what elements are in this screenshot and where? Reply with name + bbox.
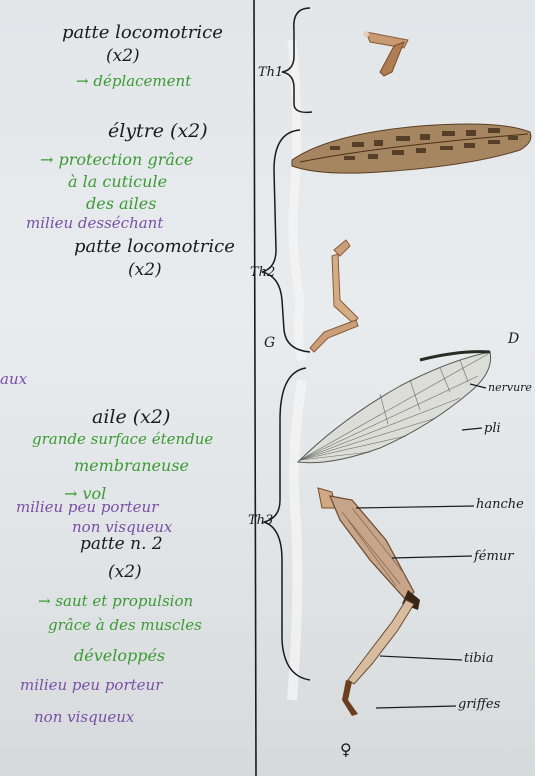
segment-label-th1: Th1 [258,66,283,79]
note-hind-leg-environment: milieu peu porteur [20,678,162,693]
hind-wing-specimen [298,352,491,463]
note-hind-leg-function: → saut et propulsion [38,594,193,609]
note-elytra-function-3: des ailes [86,196,156,212]
note-wing-function: grande surface étendue [32,432,213,447]
note-hind-leg-count: (x2) [108,564,142,581]
note-wing-environment-2: non visqueux [72,520,172,535]
note-elytra-function-2: à la cuticule [68,174,167,190]
note-hind-leg-title: patte n. 2 [80,536,163,553]
part-label-hanche: hanche [476,498,524,511]
glue-mark [292,380,302,700]
note-elytra-environment: milieu desséchant [26,216,163,231]
part-label-griffes: griffes [458,698,500,711]
side-label-right: D [508,332,519,346]
part-label-tibia: tibia [464,652,494,665]
middle-leg-specimen [310,240,358,352]
front-leg-specimen [363,31,408,76]
part-label-pli: pli [484,422,501,435]
female-symbol: ♀ [340,742,352,758]
note-wing-title: aile (x2) [92,408,170,427]
segment-label-th2: Th2 [250,266,275,279]
note-hind-leg-function-2: grâce à des muscles [48,618,202,633]
note-front-leg-function: → déplacement [76,74,191,89]
side-label-left: G [264,336,275,350]
note-front-leg-count: (x2) [106,48,140,65]
note-edge-fragment: aux [0,372,27,387]
note-hind-leg-environment-2: non visqueux [34,710,134,725]
elytra-specimen [292,124,531,173]
note-middle-leg-title: patte locomotrice [74,238,235,256]
note-hind-leg-function-3: développés [74,648,165,664]
segment-label-th3: Th3 [248,514,273,527]
note-wing-environment: milieu peu porteur [16,500,158,515]
note-elytra-function: → protection grâce [40,152,193,168]
hind-leg-specimen [318,488,420,716]
margin-line [254,0,256,776]
note-front-leg-title: patte locomotrice [62,24,223,42]
part-label-nervure: nervure [488,382,532,393]
part-label-femur: fémur [474,550,513,563]
note-middle-leg-count: (x2) [128,262,162,279]
note-wing-function-2: membraneuse [74,458,189,474]
note-elytra-title: élytre (x2) [108,122,208,141]
